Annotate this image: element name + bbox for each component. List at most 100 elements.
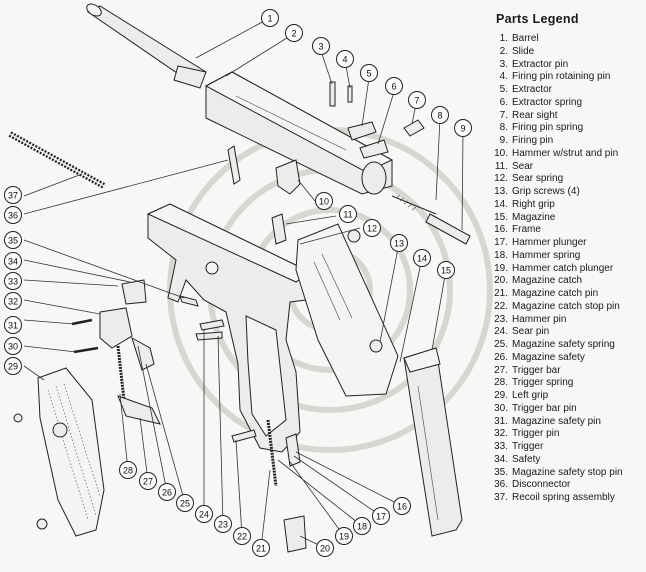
callout-7: 7 (408, 91, 426, 109)
legend-item-number: 33. (494, 441, 508, 452)
legend-item-number: 1. (499, 33, 508, 44)
legend-item-number: 28. (494, 377, 508, 389)
callout-27: 27 (139, 472, 157, 490)
legend-item-number: 7. (499, 109, 508, 121)
recoil-spring-part (8, 131, 106, 189)
callout-number: 6 (391, 82, 396, 92)
callout-number: 15 (441, 266, 451, 276)
callout-26: 26 (158, 483, 176, 501)
legend-item: 28.Trigger spring (492, 377, 644, 390)
legend-item: 34.Safety (492, 454, 644, 467)
callout-32: 32 (4, 292, 22, 310)
callout-12: 12 (363, 219, 381, 237)
callout-number: 9 (460, 124, 465, 134)
legend-item-label: Trigger bar (512, 364, 561, 376)
callout-circle (336, 50, 354, 68)
legend-item-label: Firing pin spring (512, 122, 584, 134)
legend-item-label: Hammer spring (512, 249, 581, 261)
left-grip-part (13, 367, 105, 537)
legend-item-label: Magazine safety spring (512, 339, 615, 350)
legend-item: 15.Magazine (492, 212, 644, 225)
legend-item: 36.Disconnector (492, 479, 644, 492)
legend-item: 35.Magazine safety stop pin (492, 467, 644, 480)
legend-item-number: 23. (494, 313, 508, 325)
legend-item-number: 6. (499, 96, 508, 108)
callout-circle (4, 252, 22, 270)
legend-item: 27.Trigger bar (492, 365, 644, 378)
legend-item-number: 16. (494, 224, 508, 236)
legend-item-number: 3. (499, 58, 508, 70)
callout-number: 27 (143, 477, 153, 487)
legend-item: 21. Magazine catch pin (492, 288, 644, 301)
callout-number: 34 (8, 257, 18, 267)
callout-circle (385, 77, 403, 95)
legend-item: 17.Hammer plunger (492, 237, 644, 250)
legend-item-label: Rear sight (512, 109, 558, 121)
magazine-part (403, 347, 463, 537)
callout-9: 9 (454, 119, 472, 137)
callout-37: 37 (4, 186, 22, 204)
legend-item-number: 29. (494, 390, 508, 401)
legend-item-number: 18. (494, 249, 508, 261)
legend-item: 10.Hammer w/strut and pin (492, 148, 644, 161)
callout-circle (339, 205, 357, 223)
legend-item: 16.Frame (492, 224, 644, 237)
legend-item-number: 12. (494, 173, 508, 185)
callout-number: 37 (8, 191, 18, 201)
legend-item: 32.Trigger pin (492, 428, 644, 441)
legend-item-label: Extractor pin (512, 58, 569, 70)
callout-circle (158, 483, 176, 501)
callout-29: 29 (4, 357, 22, 375)
callout-circle (4, 337, 22, 355)
callout-circle (261, 9, 279, 27)
callout-circle (437, 261, 455, 279)
callout-number: 14 (417, 254, 427, 264)
legend-item-number: 2. (499, 45, 508, 57)
callout-16: 16 (393, 497, 411, 515)
callout-circle (372, 507, 390, 525)
legend-item-number: 34. (494, 453, 508, 465)
legend-item-label: Firing pin rotaining pin (512, 71, 611, 83)
legend-item: 8.Firing pin spring (492, 122, 644, 135)
legend-item-label: Hammer w/strut and pin (512, 147, 619, 159)
legend-item: 18. Hammer spring (492, 250, 644, 263)
callout-circle (408, 91, 426, 109)
legend-item-label: Firing pin (512, 135, 554, 146)
legend-item-number: 19. (494, 262, 508, 274)
legend-item: 37.Recoil spring assembly (492, 492, 644, 505)
legend-item: 2.Slide (492, 46, 644, 59)
callout-number: 16 (397, 502, 407, 512)
callout-circle (316, 539, 334, 557)
callout-circle (393, 497, 411, 515)
callout-18: 18 (353, 517, 371, 535)
callout-circle (315, 192, 333, 210)
legend-item-label: Magazine catch pin (512, 288, 599, 299)
legend-item: 5.Extractor (492, 84, 644, 97)
legend-item-number: 24. (494, 326, 508, 338)
legend-item-number: 36. (494, 479, 508, 491)
callout-23: 23 (214, 515, 232, 533)
legend-item-label: Sear spring (512, 173, 564, 185)
legend-item: 23.Hammer pin (492, 314, 644, 327)
legend-item-label: Magazine safety (512, 351, 585, 363)
callout-number: 3 (318, 42, 323, 52)
legend-item-number: 11. (494, 160, 508, 172)
callout-number: 19 (339, 532, 349, 542)
callout-number: 30 (8, 342, 18, 352)
callout-28: 28 (119, 461, 137, 479)
legend-item-number: 9. (499, 135, 508, 146)
legend-item-number: 21. (494, 288, 508, 299)
legend-item-number: 5. (499, 84, 508, 95)
callout-36: 36 (4, 206, 22, 224)
callout-circle (431, 106, 449, 124)
legend-item: 11.Sear (492, 161, 644, 174)
callout-4: 4 (336, 50, 354, 68)
callout-circle (4, 231, 22, 249)
callout-24: 24 (195, 505, 213, 523)
legend-item: 12. Sear spring (492, 173, 644, 186)
callout-8: 8 (431, 106, 449, 124)
callout-number: 17 (376, 512, 386, 522)
legend-item-number: 31. (494, 415, 508, 427)
legend-item: 14.Right grip (492, 199, 644, 212)
